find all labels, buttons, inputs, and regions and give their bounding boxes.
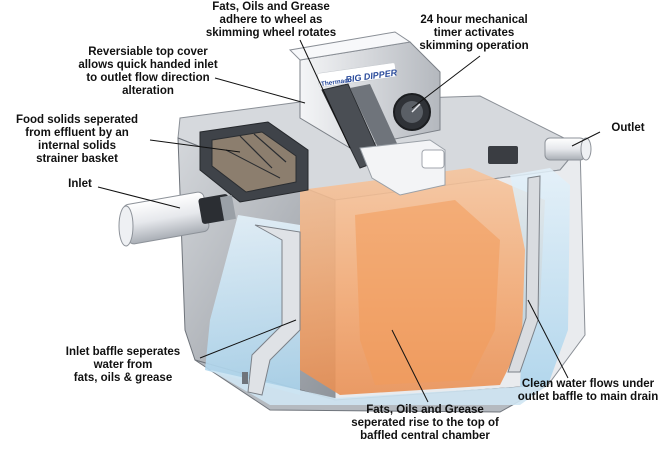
bottom-water-zone	[210, 370, 548, 405]
leader-top-cover	[214, 77, 306, 104]
leader-food-solids	[149, 139, 241, 153]
skimmer-unit: Thermaco BIG DIPPER	[288, 31, 446, 196]
leader-rise-top	[391, 329, 429, 403]
label-rise-top: Fats, Oils and Grease seperated rise to …	[351, 404, 499, 442]
leader-inlet-baffle	[199, 319, 297, 359]
outlet-pipe	[488, 137, 592, 164]
leader-outlet	[571, 131, 601, 147]
leader-clean-water	[527, 299, 569, 379]
leader-inlet	[97, 186, 181, 209]
label-outlet: Outlet	[611, 122, 645, 134]
label-food-solids: Food solids seperated from effluent by a…	[15, 114, 139, 165]
label-fats-wheel: Fats, Oils and Grease adhere to wheel as…	[205, 1, 337, 39]
inlet-baffle	[247, 224, 301, 396]
label-clean-water: Clean water flows under outlet baffle to…	[517, 378, 659, 403]
strainer-basket	[199, 121, 309, 203]
label-inlet-baffle: Inlet baffle seperates water from fats, …	[65, 346, 181, 384]
grease-baffle-inner	[355, 200, 500, 385]
label-top-cover: Reversiable top cover allows quick hande…	[78, 46, 218, 97]
leader-fats-wheel	[299, 39, 351, 149]
label-inlet: Inlet	[68, 178, 92, 190]
leader-lines	[97, 39, 601, 403]
outlet-baffle	[507, 175, 541, 373]
inlet-pipe	[118, 191, 236, 247]
tank-foot	[242, 372, 248, 384]
label-timer: 24 hour mechanical timer activates skimm…	[419, 14, 529, 52]
leader-timer	[411, 55, 481, 109]
brand-maker-text: Thermaco	[320, 77, 352, 88]
